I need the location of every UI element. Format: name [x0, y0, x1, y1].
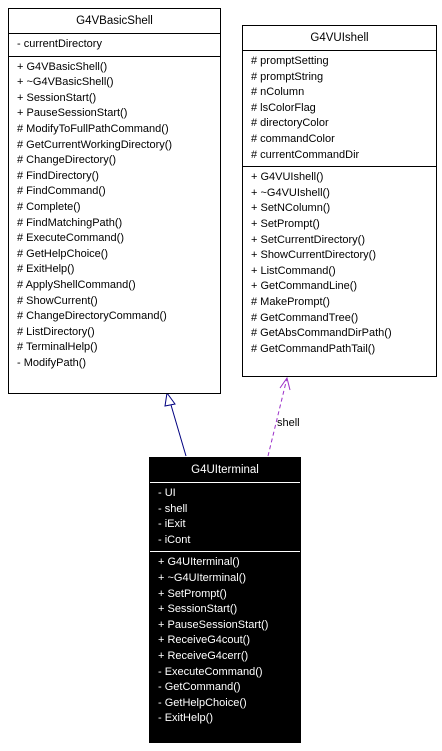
- operation: - GetHelpChoice(): [158, 696, 247, 709]
- operations-section: + G4VBasicShell() + ~G4VBasicShell() + S…: [9, 55, 220, 375]
- attributes-section: # promptSetting # promptString # nColumn…: [243, 51, 436, 166]
- operations-section: + G4VUIshell() + ~G4VUIshell() + SetNCol…: [243, 166, 436, 360]
- attributes-section: - UI - shell - iExit - iCont: [150, 483, 300, 551]
- attributes-section: - currentDirectory: [9, 34, 220, 56]
- operation: + SetPrompt(): [158, 587, 227, 600]
- operations-section: + G4UIterminal() + ~G4UIterminal() + Set…: [150, 551, 300, 730]
- operation: + SessionStart(): [17, 91, 97, 104]
- operation: + PauseSessionStart(): [158, 618, 269, 631]
- operation: - ExecuteCommand(): [158, 665, 263, 678]
- inheritance-arrowhead: [164, 391, 176, 407]
- operation: + SetCurrentDirectory(): [251, 233, 366, 246]
- attribute: - shell: [158, 502, 188, 515]
- operation: + ReceiveG4cerr(): [158, 649, 249, 662]
- operation: + ~G4VBasicShell(): [17, 76, 114, 89]
- association-arrowhead: [279, 376, 291, 391]
- operation: + ~G4VUIshell(): [251, 186, 330, 199]
- operation: # GetHelpChoice(): [17, 247, 109, 260]
- operation: # ModifyToFullPathCommand(): [17, 122, 169, 135]
- operation: # FindMatchingPath(): [17, 216, 123, 229]
- class-g4vbasicshell[interactable]: G4VBasicShell - currentDirectory + G4VBa…: [8, 8, 221, 394]
- operation: # ApplyShellCommand(): [17, 278, 136, 291]
- operation: + G4VBasicShell(): [17, 60, 108, 73]
- attribute: - UI: [158, 487, 176, 499]
- operation: # ChangeDirectory(): [17, 154, 117, 167]
- operation: + G4VUIshell(): [251, 171, 324, 184]
- operation: + GetCommandLine(): [251, 280, 358, 293]
- operation: + ListCommand(): [251, 264, 336, 277]
- class-g4vuishell[interactable]: G4VUIshell # promptSetting # promptStrin…: [242, 25, 437, 377]
- operation: # ListDirectory(): [17, 325, 95, 338]
- operation: # FindCommand(): [17, 185, 106, 198]
- operation: # Complete(): [17, 200, 81, 213]
- operation: + SetNColumn(): [251, 202, 331, 215]
- operation: # TerminalHelp(): [17, 341, 98, 354]
- operation: # MakePrompt(): [251, 295, 330, 308]
- operation: - ModifyPath(): [17, 356, 87, 369]
- operation: # ChangeDirectoryCommand(): [17, 310, 167, 323]
- operation: # ExitHelp(): [17, 263, 75, 276]
- operation: # ShowCurrent(): [17, 294, 98, 307]
- operation: # FindDirectory(): [17, 169, 99, 182]
- attribute: # directoryColor: [251, 117, 329, 130]
- attribute: - currentDirectory: [17, 38, 102, 50]
- class-name: G4UIterminal: [150, 458, 300, 483]
- operation: # GetCurrentWorkingDirectory(): [17, 138, 173, 151]
- operation: # GetAbsCommandDirPath(): [251, 327, 392, 340]
- attribute: - iCont: [158, 533, 191, 546]
- operation: # GetCommandTree(): [251, 311, 359, 324]
- operation: + PauseSessionStart(): [17, 107, 128, 120]
- operation: + ReceiveG4cout(): [158, 634, 251, 647]
- operation: - ExitHelp(): [158, 712, 214, 725]
- inheritance-line: [170, 404, 187, 457]
- operation: # GetCommandPathTail(): [251, 342, 376, 355]
- attribute: # nColumn: [251, 86, 305, 99]
- class-name: G4VBasicShell: [9, 9, 220, 34]
- attribute: - iExit: [158, 518, 186, 531]
- class-g4uiterminal[interactable]: G4UIterminal - UI - shell - iExit - iCon…: [149, 457, 301, 743]
- attribute: # promptSetting: [251, 55, 329, 67]
- attribute: # commandColor: [251, 132, 335, 145]
- operation: + ~G4UIterminal(): [158, 571, 247, 584]
- operation: + ShowCurrentDirectory(): [251, 249, 377, 262]
- class-name: G4VUIshell: [243, 26, 436, 51]
- attribute: # lsColorFlag: [251, 101, 316, 114]
- operation: + SetPrompt(): [251, 217, 320, 230]
- operation: # ExecuteCommand(): [17, 232, 124, 245]
- association-line: [267, 377, 288, 457]
- attribute: # currentCommandDir: [251, 148, 360, 161]
- attribute: # promptString: [251, 70, 324, 83]
- operation: - GetCommand(): [158, 681, 241, 694]
- operation: + SessionStart(): [158, 603, 238, 616]
- operation: + G4UIterminal(): [158, 556, 240, 569]
- association-label: shell: [277, 417, 300, 429]
